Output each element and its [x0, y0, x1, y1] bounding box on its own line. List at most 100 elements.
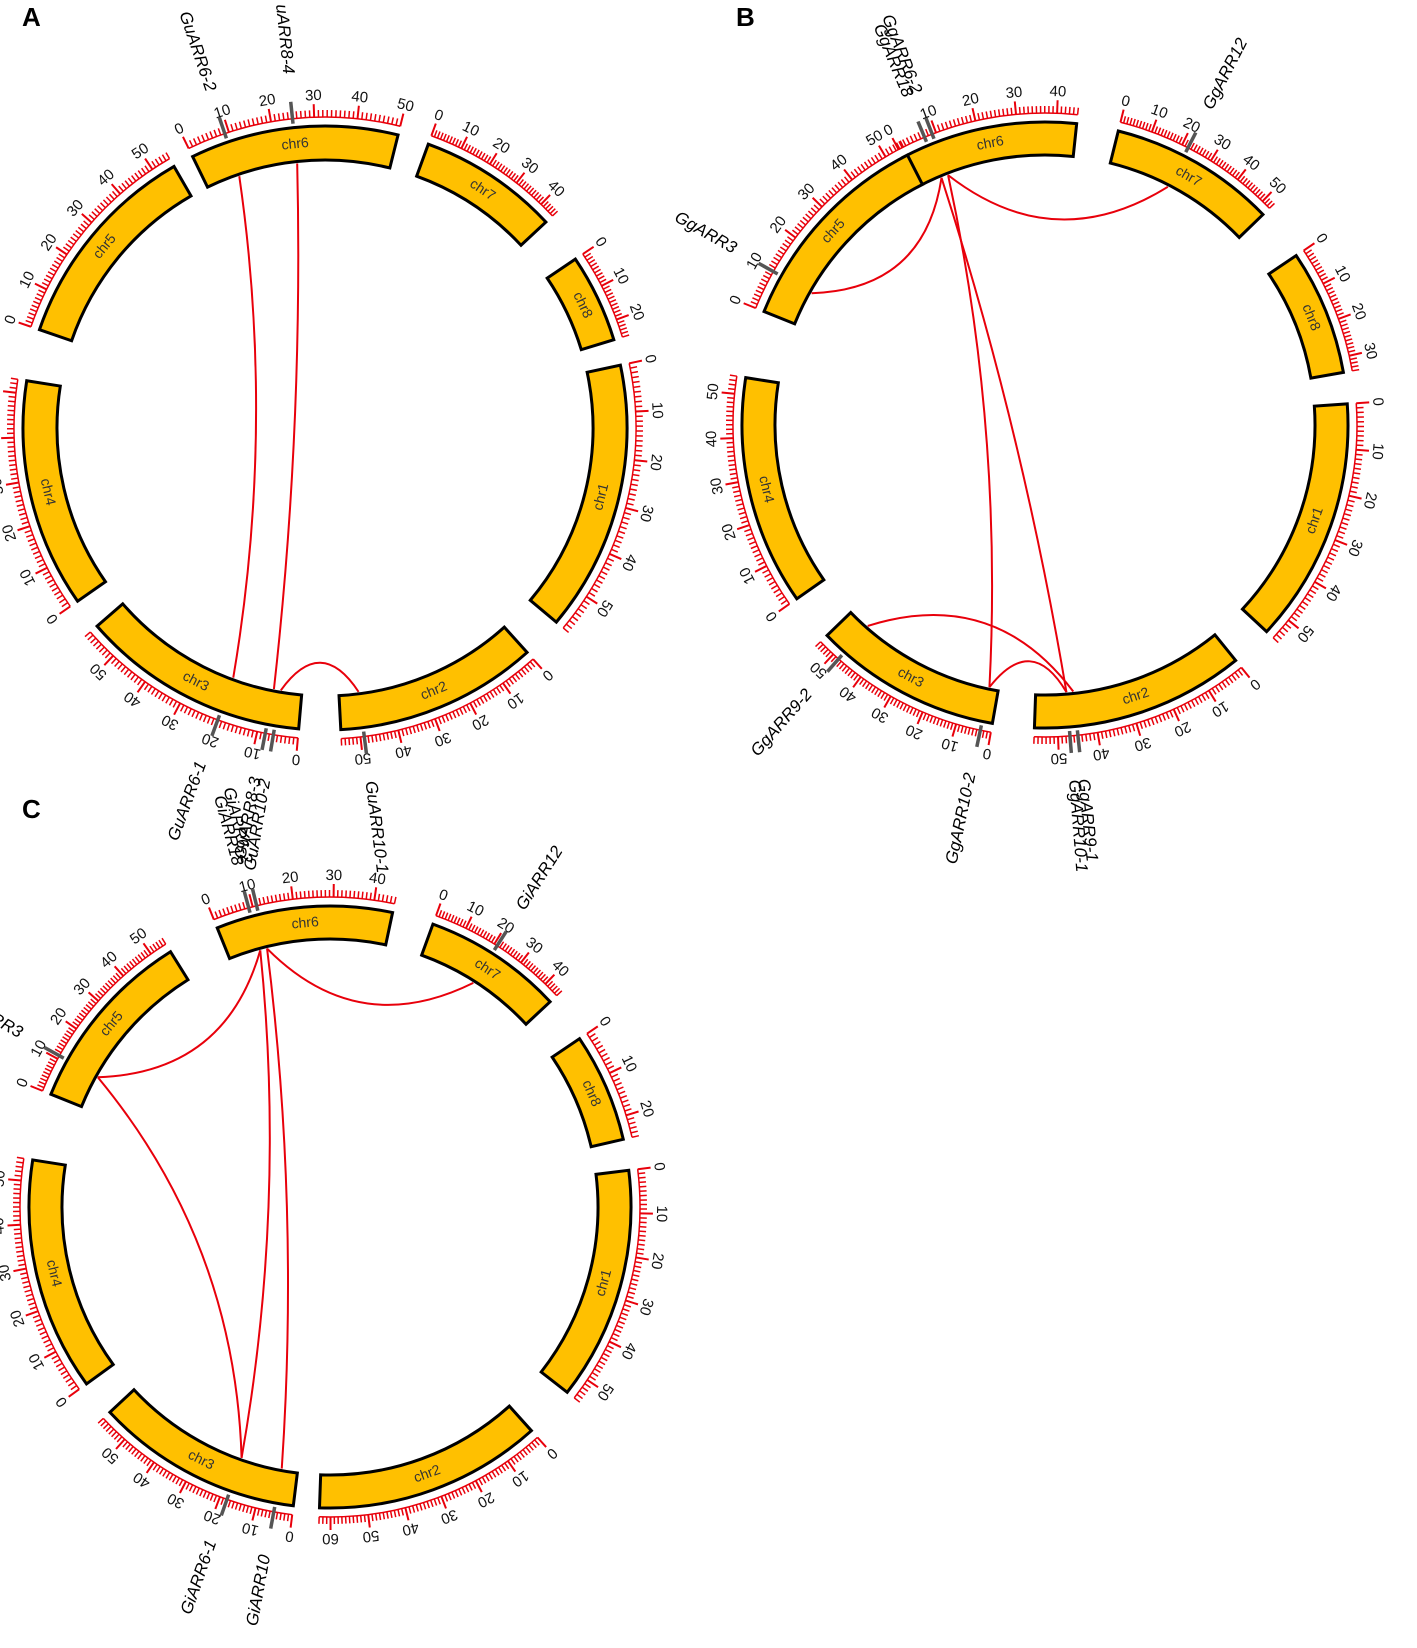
minor-tick	[1278, 630, 1286, 637]
minor-tick	[1338, 530, 1346, 535]
minor-tick	[1247, 182, 1254, 189]
minor-tick	[157, 692, 163, 700]
minor-tick	[609, 298, 617, 304]
minor-tick	[49, 267, 57, 273]
minor-tick	[125, 1443, 131, 1450]
minor-tick	[482, 695, 488, 702]
minor-tick	[613, 1077, 621, 1082]
major-tick	[536, 1436, 547, 1448]
major-tick	[223, 119, 230, 133]
minor-tick	[242, 728, 246, 736]
minor-tick	[606, 1344, 614, 1350]
chromosome-band	[419, 922, 553, 1027]
minor-tick	[445, 714, 450, 722]
minor-tick	[195, 1487, 201, 1495]
major-tick	[1172, 708, 1180, 722]
tick-label: 30	[0, 1263, 15, 1283]
minor-tick	[115, 972, 122, 979]
minor-tick	[51, 1354, 59, 1360]
minor-tick	[10, 382, 18, 385]
gene-marker	[492, 930, 508, 951]
minor-tick	[14, 1174, 22, 1177]
minor-tick	[7, 450, 15, 453]
minor-tick	[91, 211, 98, 218]
minor-tick	[1304, 597, 1312, 603]
chromosome-label: chr6	[281, 134, 310, 153]
major-tick	[290, 886, 294, 900]
minor-tick	[621, 330, 629, 335]
minor-tick	[784, 239, 792, 245]
minor-tick	[120, 967, 127, 975]
minor-tick	[547, 980, 554, 987]
minor-tick	[1327, 556, 1335, 561]
minor-tick	[1207, 152, 1213, 160]
synteny-link	[280, 661, 360, 693]
minor-tick	[482, 930, 488, 938]
tick-label: 40	[1092, 744, 1111, 764]
minor-tick	[515, 952, 521, 960]
gene-marker	[1067, 730, 1074, 754]
minor-tick	[1139, 721, 1144, 730]
minor-tick	[1307, 252, 1315, 258]
minor-tick	[1169, 710, 1174, 718]
minor-tick	[133, 676, 140, 683]
minor-tick	[275, 735, 279, 743]
minor-tick	[382, 1512, 386, 1520]
minor-tick	[175, 1477, 181, 1485]
major-tick	[843, 168, 853, 181]
tick-label: 10	[464, 898, 486, 921]
minor-tick	[631, 1278, 639, 1282]
scale-line	[898, 112, 1078, 151]
minor-tick	[275, 1512, 279, 1520]
minor-tick	[18, 1263, 26, 1267]
minor-tick	[944, 121, 949, 129]
minor-tick	[522, 958, 529, 966]
minor-tick	[627, 1116, 635, 1121]
minor-tick	[104, 982, 111, 989]
minor-tick	[143, 683, 150, 691]
major-tick	[488, 152, 498, 165]
minor-tick	[395, 118, 399, 126]
tick-label: 40	[1049, 83, 1066, 101]
minor-tick	[525, 960, 531, 968]
minor-tick	[850, 171, 856, 178]
major-tick	[625, 506, 639, 513]
minor-tick	[131, 958, 138, 966]
minor-tick	[1218, 683, 1224, 691]
minor-tick	[38, 289, 46, 294]
minor-tick	[580, 604, 588, 610]
minor-tick	[158, 939, 164, 947]
minor-tick	[1350, 485, 1358, 489]
minor-tick	[1160, 128, 1165, 136]
gene-marker	[1184, 131, 1198, 153]
minor-tick	[53, 260, 61, 266]
minor-tick	[9, 386, 17, 390]
minor-tick	[442, 133, 447, 141]
minor-tick	[638, 1176, 646, 1179]
major-tick	[179, 1481, 187, 1494]
tick-label: 0	[432, 106, 446, 125]
minor-tick	[270, 895, 274, 903]
minor-tick	[220, 1497, 225, 1505]
minor-tick	[902, 704, 908, 712]
tick-label: 0	[1, 313, 20, 326]
minor-tick	[130, 673, 136, 681]
synteny-link	[867, 614, 1075, 693]
minor-tick	[214, 911, 219, 919]
tick-label: 10	[25, 1350, 48, 1373]
minor-tick	[1309, 255, 1317, 261]
minor-tick	[504, 1462, 510, 1470]
minor-tick	[639, 1230, 647, 1233]
minor-tick	[1221, 161, 1227, 169]
major-tick	[1355, 448, 1370, 452]
minor-tick	[114, 660, 120, 667]
minor-tick	[222, 722, 227, 730]
minor-tick	[55, 1362, 63, 1368]
